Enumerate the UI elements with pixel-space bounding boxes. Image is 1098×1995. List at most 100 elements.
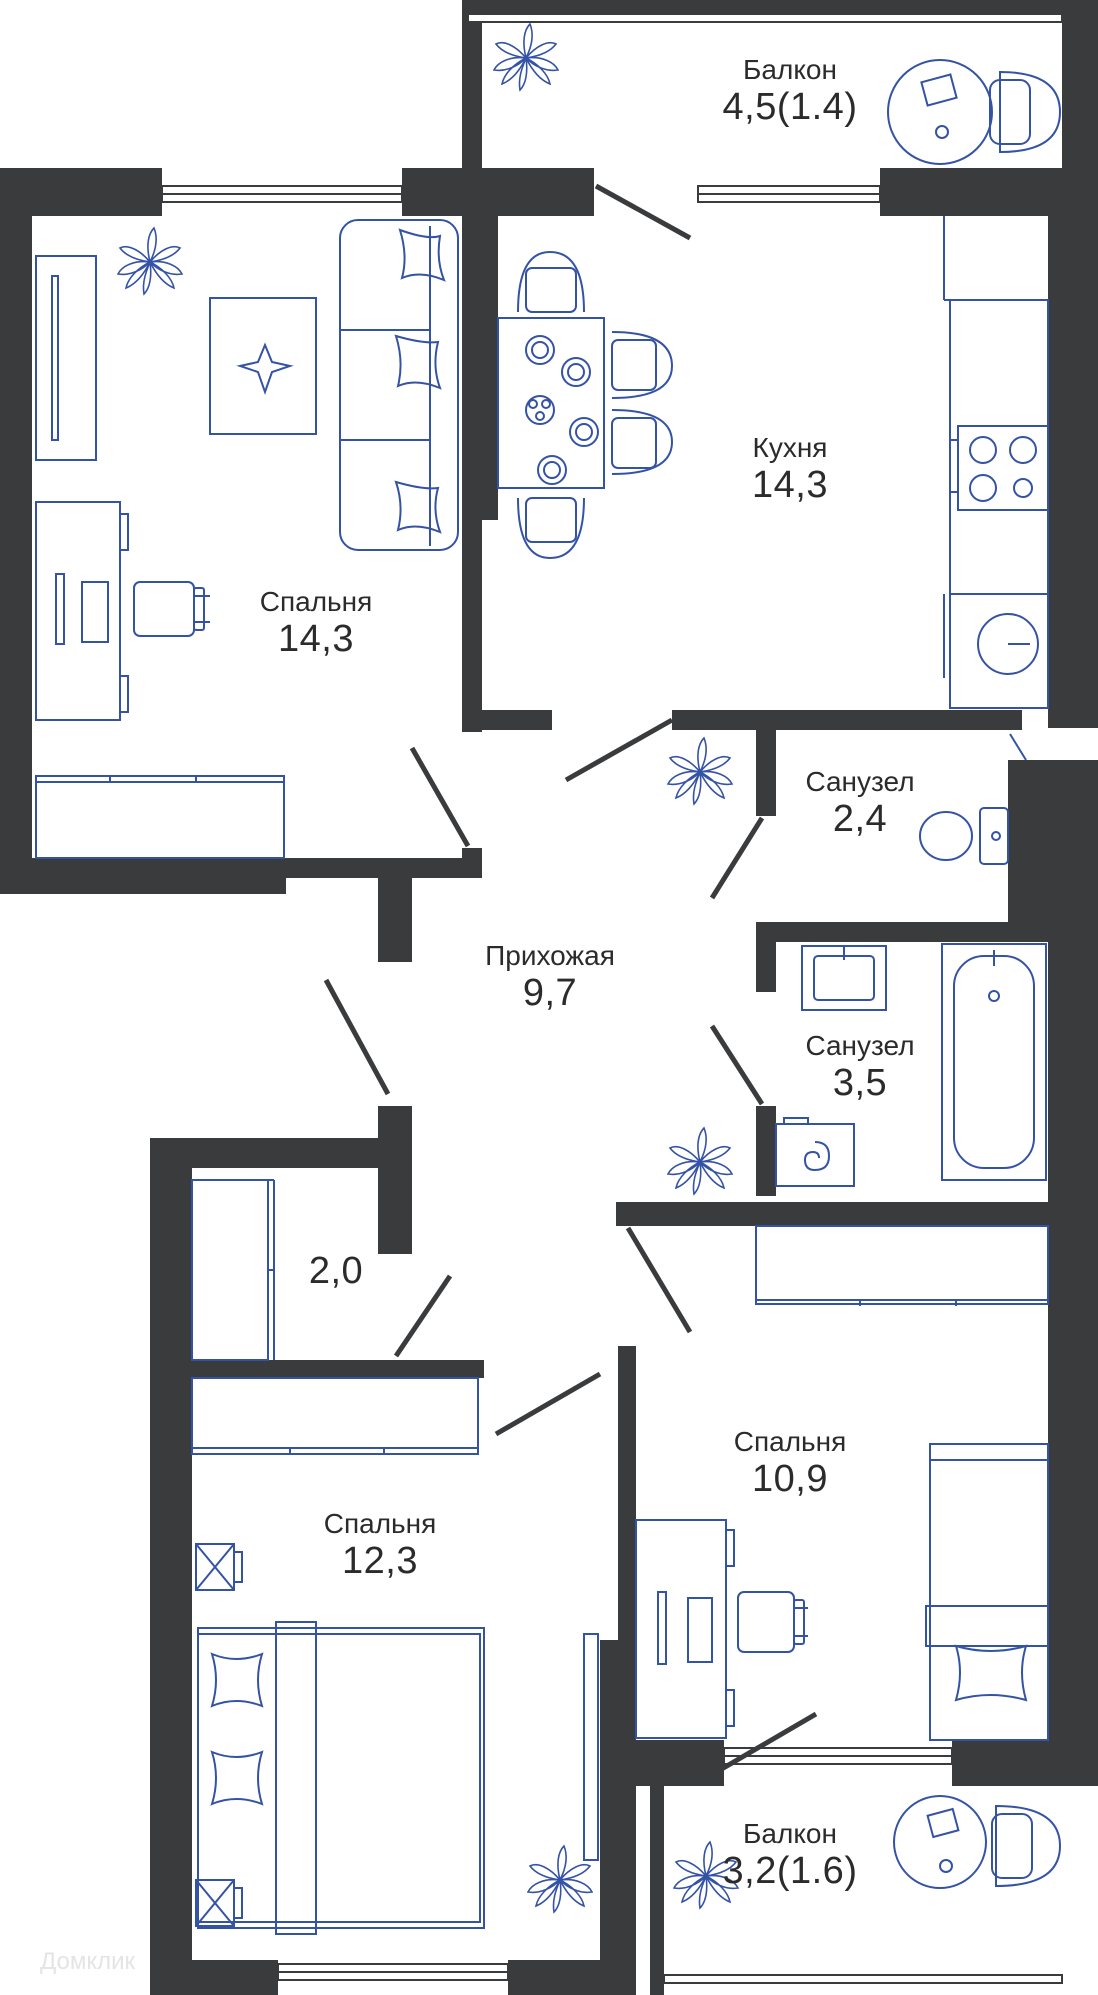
wall-bath-stub bbox=[756, 922, 776, 992]
room-label-closet: 2,0 bbox=[286, 1250, 386, 1294]
wall-kitchen-bottom-right bbox=[672, 710, 1022, 730]
wall-bedroom-bottom bbox=[0, 858, 286, 894]
wardrobe-icon bbox=[35, 775, 285, 859]
wall-balcony-bottom-left bbox=[650, 1786, 664, 1995]
plant-icon bbox=[667, 737, 733, 805]
room-name: Санузел bbox=[805, 766, 915, 797]
wall-bottom-left bbox=[150, 1960, 278, 1995]
door-icon bbox=[494, 1371, 602, 1437]
room-label-bedroom-bottom: Спальня 12,3 bbox=[280, 1508, 480, 1584]
wardrobe-icon bbox=[191, 1377, 479, 1455]
doors bbox=[323, 183, 818, 1773]
room-label-balcony-bottom: Балкон 3,2(1.6) bbox=[680, 1818, 900, 1894]
wardrobe-icon bbox=[755, 1225, 1049, 1306]
room-area: 14,3 bbox=[278, 618, 354, 661]
room-label-bedroom-right: Спальня 10,9 bbox=[690, 1426, 890, 1502]
table-icon bbox=[887, 59, 993, 165]
bathtub-icon bbox=[941, 943, 1047, 1181]
door-icon bbox=[393, 1274, 453, 1358]
stove-icon bbox=[950, 425, 1049, 511]
window-icon bbox=[277, 1963, 509, 1981]
room-area: 3,2(1.6) bbox=[722, 1850, 858, 1893]
window-icon bbox=[723, 1747, 953, 1765]
wall-bedroom-kitchen-lower bbox=[462, 520, 482, 732]
door-icon bbox=[564, 717, 674, 783]
room-area: 10,9 bbox=[752, 1458, 828, 1501]
room-name: Спальня bbox=[733, 1426, 847, 1457]
watermark: Домклик bbox=[40, 1948, 136, 1975]
chair-icon bbox=[991, 1804, 1062, 1888]
room-name: Балкон bbox=[743, 1818, 837, 1849]
table-icon bbox=[497, 317, 605, 489]
door-icon bbox=[625, 1226, 693, 1334]
plant-icon bbox=[667, 1127, 733, 1195]
wall-hall-stub-2 bbox=[378, 1106, 412, 1254]
room-label-kitchen: Кухня 14,3 bbox=[690, 432, 890, 508]
wall-bedroom-kitchen bbox=[462, 168, 498, 520]
room-name: Прихожая bbox=[485, 940, 615, 971]
room-label-bath-large: Санузел 3,5 bbox=[760, 1030, 960, 1106]
room-area: 9,7 bbox=[522, 972, 578, 1015]
window-icon bbox=[697, 185, 881, 203]
tv-icon bbox=[35, 255, 97, 461]
room-name: Балкон bbox=[743, 54, 837, 85]
wall-left-upper bbox=[0, 168, 32, 894]
wall-bedroom-right-bottom-2 bbox=[952, 1740, 1098, 1786]
wall-bedroom-bottom-2 bbox=[286, 858, 482, 878]
room-label-bath-small: Санузел 2,4 bbox=[760, 766, 960, 842]
wall-bath2-left bbox=[756, 1106, 776, 1196]
door-icon bbox=[594, 183, 692, 241]
plant-icon bbox=[493, 23, 559, 91]
desk-icon bbox=[635, 1519, 735, 1739]
sink-icon bbox=[943, 593, 1049, 709]
wall-bath-middle bbox=[756, 922, 1098, 942]
wall-right-kitchen bbox=[1048, 168, 1098, 728]
chair-icon bbox=[517, 250, 585, 313]
wall-bath-divider bbox=[756, 710, 776, 816]
room-area: 4,5(1.4) bbox=[722, 86, 858, 129]
room-label-hall: Прихожая 9,7 bbox=[440, 940, 660, 1016]
wall-bedroom-divider bbox=[618, 1346, 636, 1642]
wardrobe-icon bbox=[191, 1179, 275, 1361]
wall-closet-bottom bbox=[192, 1360, 484, 1378]
room-area: 2,0 bbox=[308, 1250, 364, 1292]
room-label-balcony-top: Балкон 4,5(1.4) bbox=[690, 54, 890, 130]
wall-balcony-right bbox=[1062, 0, 1098, 240]
door-icon bbox=[323, 978, 391, 1096]
table-icon bbox=[893, 1795, 987, 1889]
room-name: Санузел bbox=[805, 1030, 915, 1061]
room-area: 14,3 bbox=[752, 464, 828, 507]
wall-top-bedroom bbox=[0, 168, 162, 216]
wall-stub-door bbox=[462, 848, 482, 878]
room-name: Спальня bbox=[323, 1508, 437, 1539]
chair-icon bbox=[989, 70, 1062, 154]
desk-icon bbox=[35, 501, 129, 721]
wall-balcony-top bbox=[462, 0, 1062, 14]
bed-icon bbox=[197, 1621, 485, 1935]
room-name: Спальня bbox=[259, 586, 373, 617]
table-icon bbox=[209, 297, 317, 435]
nightstand-icon bbox=[195, 1879, 243, 1927]
wall-right-lower bbox=[1048, 928, 1098, 1748]
wall-right-bath bbox=[1008, 760, 1098, 928]
windows bbox=[161, 13, 1063, 1984]
wall-bedroom-divider-lower bbox=[600, 1640, 636, 1995]
wall-left-lower bbox=[150, 1138, 192, 1995]
wall-kitchen-top bbox=[498, 168, 594, 216]
room-name: Кухня bbox=[752, 432, 828, 463]
room-area: 3,5 bbox=[832, 1062, 888, 1105]
door-icon bbox=[409, 746, 471, 848]
plant-icon bbox=[527, 1845, 593, 1913]
wall-stub-hall bbox=[378, 878, 412, 962]
room-area: 12,3 bbox=[342, 1540, 418, 1583]
chair-icon bbox=[517, 497, 585, 560]
furniture bbox=[35, 59, 1062, 1935]
door-icon bbox=[709, 1024, 765, 1106]
wall-bath2-bottom bbox=[616, 1202, 1098, 1226]
wall-closet-top bbox=[150, 1138, 412, 1168]
wall-kitchen-bottom-left bbox=[462, 710, 552, 730]
bed-icon bbox=[925, 1443, 1049, 1741]
toilet-icon bbox=[919, 733, 1027, 865]
wall-bottom-mid bbox=[508, 1960, 636, 1995]
